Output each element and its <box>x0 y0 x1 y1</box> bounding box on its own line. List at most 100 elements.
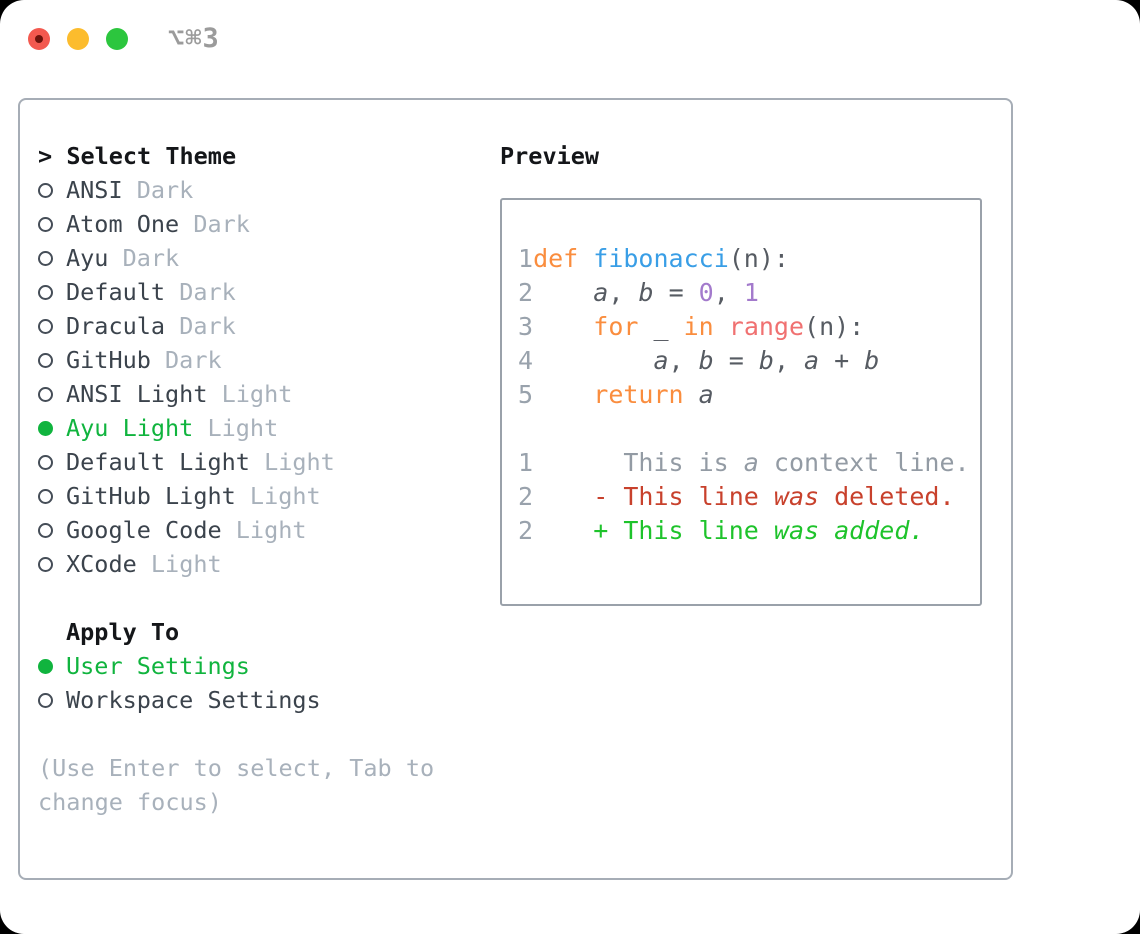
theme-option[interactable]: Google Code Light <box>38 513 468 547</box>
code-line: 2 a, b = 0, 1 <box>518 276 980 310</box>
theme-option[interactable]: Default Dark <box>38 275 468 309</box>
option-label: Ayu Light Light <box>66 411 278 445</box>
code-token: , <box>608 278 639 307</box>
apply-to-option[interactable]: User Settings <box>38 649 468 683</box>
theme-option[interactable]: ANSI Dark <box>38 173 468 207</box>
radio-unselected-icon <box>38 182 53 198</box>
radio-unselected-icon <box>38 556 53 572</box>
option-name: ANSI <box>66 176 123 204</box>
code-token: was <box>773 516 820 545</box>
option-label: Atom One Dark <box>66 207 250 241</box>
option-name: Dracula <box>66 312 166 340</box>
code-token: def <box>533 244 579 273</box>
code-token: _ <box>638 312 684 341</box>
line-number: 4 <box>518 346 534 375</box>
code-token: 1 <box>743 278 759 307</box>
radio-unselected-icon <box>38 522 53 538</box>
code-token <box>533 278 593 307</box>
code-token: , <box>773 346 805 375</box>
theme-option[interactable]: Ayu Dark <box>38 241 468 275</box>
option-name: Atom One <box>66 210 180 238</box>
theme-option[interactable]: XCode Light <box>38 547 468 581</box>
apply-to-option[interactable]: Workspace Settings <box>38 683 468 717</box>
minimize-button[interactable] <box>67 28 89 50</box>
radio-unselected-icon <box>38 318 53 334</box>
code-token: + <box>819 346 865 375</box>
close-button[interactable] <box>28 28 50 50</box>
option-variant-tag: Light <box>249 448 335 476</box>
code-token: return <box>593 380 684 409</box>
code-line: 2 + This line was added. <box>518 514 980 548</box>
option-label: Workspace Settings <box>66 683 321 717</box>
line-number: 1 <box>518 244 534 273</box>
option-variant-tag: Light <box>136 550 222 578</box>
option-name: GitHub <box>66 346 151 374</box>
option-name: XCode <box>66 550 137 578</box>
code-token: b <box>758 346 774 375</box>
option-label: XCode Light <box>66 547 222 581</box>
code-line: 2 - This line was deleted. <box>518 480 980 514</box>
code-token: a <box>653 346 669 375</box>
code-token: a <box>743 448 759 477</box>
radio-unselected-icon <box>38 216 53 232</box>
code-line: 5 return a <box>518 378 980 412</box>
option-variant-tag: Dark <box>108 244 180 272</box>
code-line: 1def fibonacci(n): <box>518 242 980 276</box>
code-token: range <box>728 312 805 341</box>
radio-selected-icon <box>38 420 53 436</box>
focus-prompt-icon: > <box>38 142 53 170</box>
line-number: 5 <box>518 380 534 409</box>
diff-preview-block: 1 This is a context line.2 - This line w… <box>518 446 980 548</box>
code-token: a <box>593 278 609 307</box>
code-token: 0 <box>698 278 714 307</box>
line-number: 1 <box>518 448 534 477</box>
code-token <box>819 516 834 545</box>
select-theme-title: Select Theme <box>66 142 237 170</box>
theme-option[interactable]: GitHub Light Light <box>38 479 468 513</box>
option-variant-tag: Light <box>235 482 321 510</box>
code-token: fibonacci <box>593 244 729 273</box>
code-token: in <box>683 312 714 341</box>
theme-option[interactable]: ANSI Light Light <box>38 377 468 411</box>
theme-option[interactable]: GitHub Dark <box>38 343 468 377</box>
line-number: 2 <box>518 278 534 307</box>
titlebar: ⌥⌘3 <box>28 25 220 52</box>
theme-option[interactable]: Default Light Light <box>38 445 468 479</box>
radio-unselected-icon <box>38 692 53 708</box>
code-token: was <box>773 482 820 511</box>
option-name: Default <box>66 278 166 306</box>
code-token <box>578 244 593 273</box>
option-name: User Settings <box>66 652 250 680</box>
code-token <box>533 312 593 341</box>
radio-unselected-icon <box>38 284 53 300</box>
option-label: Ayu Dark <box>66 241 179 275</box>
radio-unselected-icon <box>38 352 53 368</box>
theme-option[interactable]: Atom One Dark <box>38 207 468 241</box>
option-label: Default Dark <box>66 275 236 309</box>
code-token <box>533 380 593 409</box>
line-number: 2 <box>518 482 534 511</box>
code-token: + This line <box>533 516 774 545</box>
code-token: for <box>593 312 639 341</box>
option-variant-tag: Dark <box>179 210 250 238</box>
maximize-button[interactable] <box>106 28 128 50</box>
code-token: added. <box>834 516 925 545</box>
line-number: 3 <box>518 312 534 341</box>
code-token: b <box>864 346 880 375</box>
option-name: Ayu Light <box>66 414 194 442</box>
radio-unselected-icon <box>38 386 53 402</box>
option-variant-tag: Light <box>207 380 293 408</box>
code-line: 4 a, b = b, a + b <box>518 344 980 378</box>
radio-unselected-icon <box>38 454 53 470</box>
code-token <box>533 346 653 375</box>
theme-option[interactable]: Dracula Dark <box>38 309 468 343</box>
option-name: ANSI Light <box>66 380 208 408</box>
option-variant-tag: Dark <box>150 346 222 374</box>
code-line: 3 for _ in range(n): <box>518 310 980 344</box>
code-token: This is <box>533 448 744 477</box>
theme-option[interactable]: Ayu Light Light <box>38 411 468 445</box>
